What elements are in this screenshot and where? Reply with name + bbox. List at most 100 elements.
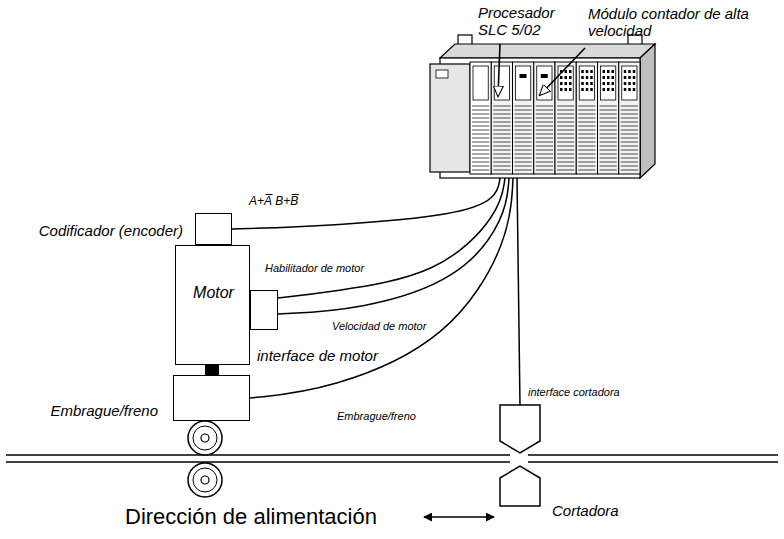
module-face bbox=[516, 66, 531, 100]
io-module bbox=[513, 62, 534, 174]
terminal-strip bbox=[472, 106, 489, 107]
terminal-strip bbox=[515, 170, 532, 171]
terminal-strip bbox=[536, 118, 553, 119]
terminal-strip bbox=[557, 106, 574, 107]
status-led bbox=[581, 70, 584, 73]
status-led bbox=[612, 82, 615, 85]
status-led bbox=[565, 70, 568, 73]
terminal-strip bbox=[472, 142, 489, 143]
terminal-strip bbox=[578, 154, 595, 155]
status-led bbox=[560, 82, 563, 85]
feed-material-edge bbox=[6, 461, 510, 463]
status-led bbox=[603, 70, 606, 73]
terminal-strip bbox=[472, 130, 489, 131]
feed-direction-arrow bbox=[424, 516, 494, 518]
part-label: Motor bbox=[193, 284, 234, 302]
terminal-strip bbox=[578, 118, 595, 119]
wire-label: Velocidad de motor bbox=[330, 320, 428, 333]
terminal-strip bbox=[600, 170, 617, 171]
terminal-strip bbox=[557, 162, 574, 163]
terminal-strip bbox=[515, 106, 532, 107]
terminal-strip bbox=[536, 154, 553, 155]
status-led bbox=[628, 82, 631, 85]
terminal-strip bbox=[536, 130, 553, 131]
terminal-strip bbox=[493, 122, 510, 123]
cutter-shape bbox=[500, 405, 540, 453]
part-label: Embrague/freno bbox=[50, 402, 158, 419]
terminal-strip bbox=[578, 150, 595, 151]
power-supply-indicator bbox=[436, 70, 448, 78]
status-led bbox=[569, 88, 572, 91]
chassis-side bbox=[640, 44, 655, 178]
chassis-front bbox=[440, 58, 640, 178]
terminal-strip bbox=[600, 134, 617, 135]
terminal-strip bbox=[621, 154, 638, 155]
terminal-strip bbox=[557, 122, 574, 123]
module-face bbox=[622, 66, 637, 100]
leader-line bbox=[540, 48, 585, 95]
status-led bbox=[624, 82, 627, 85]
feed-material-edge bbox=[528, 454, 778, 456]
terminal-strip bbox=[621, 166, 638, 167]
terminal-strip bbox=[493, 154, 510, 155]
status-led bbox=[569, 70, 572, 73]
wire-label: Habilitador de motor bbox=[263, 262, 366, 275]
status-led bbox=[612, 88, 615, 91]
module-face bbox=[579, 66, 594, 100]
wire-label: Embrague/freno bbox=[335, 410, 418, 423]
terminal-strip bbox=[515, 118, 532, 119]
status-led bbox=[633, 82, 636, 85]
terminal-strip bbox=[621, 162, 638, 163]
terminal-strip bbox=[472, 138, 489, 139]
terminal-strip bbox=[493, 170, 510, 171]
io-module bbox=[534, 62, 555, 174]
motor-shaft bbox=[205, 365, 219, 375]
terminal-strip bbox=[536, 158, 553, 159]
terminal-strip bbox=[600, 146, 617, 147]
status-led bbox=[569, 82, 572, 85]
status-led bbox=[581, 82, 584, 85]
status-led bbox=[624, 76, 627, 79]
terminal-strip bbox=[515, 130, 532, 131]
callout-label: Procesador SLC 5/02 bbox=[478, 4, 564, 39]
terminal-strip bbox=[472, 110, 489, 111]
terminal-strip bbox=[472, 158, 489, 159]
terminal-strip bbox=[515, 122, 532, 123]
feed-roller bbox=[188, 421, 222, 455]
terminal-strip bbox=[578, 134, 595, 135]
terminal-strip bbox=[600, 122, 617, 123]
terminal-strip bbox=[621, 138, 638, 139]
terminal-strip bbox=[493, 166, 510, 167]
terminal-strip bbox=[578, 142, 595, 143]
terminal-strip bbox=[557, 114, 574, 115]
terminal-strip bbox=[621, 110, 638, 111]
terminal-strip bbox=[493, 114, 510, 115]
terminal-strip bbox=[515, 114, 532, 115]
terminal-strip bbox=[493, 106, 510, 107]
signal-wire bbox=[250, 178, 513, 398]
terminal-strip bbox=[578, 122, 595, 123]
terminal-strip bbox=[600, 158, 617, 159]
callout-label: Módulo contador de alta velocidad bbox=[588, 5, 756, 40]
terminal-strip bbox=[600, 114, 617, 115]
io-module bbox=[491, 62, 512, 174]
status-led bbox=[586, 88, 589, 91]
terminal-strip bbox=[557, 170, 574, 171]
status-led bbox=[520, 74, 527, 78]
terminal-strip bbox=[472, 162, 489, 163]
terminal-strip bbox=[621, 126, 638, 127]
terminal-strip bbox=[578, 138, 595, 139]
status-led bbox=[581, 88, 584, 91]
terminal-strip bbox=[536, 138, 553, 139]
terminal-strip bbox=[600, 110, 617, 111]
terminal-strip bbox=[536, 142, 553, 143]
terminal-strip bbox=[578, 166, 595, 167]
status-led bbox=[590, 82, 593, 85]
terminal-strip bbox=[557, 138, 574, 139]
module-face bbox=[601, 66, 616, 100]
terminal-strip bbox=[536, 114, 553, 115]
feed-roller bbox=[188, 463, 222, 497]
terminal-strip bbox=[493, 134, 510, 135]
